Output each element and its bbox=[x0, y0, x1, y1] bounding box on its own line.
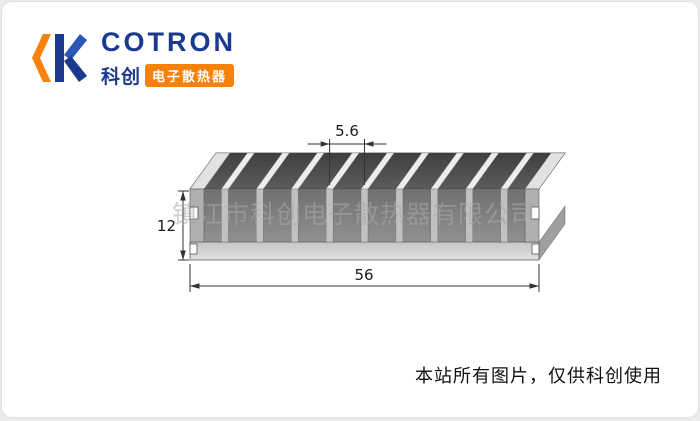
brand-tagline: 科创 电子散热器 bbox=[101, 62, 236, 89]
width-dimension: 56 bbox=[354, 266, 373, 284]
brand-cn-primary: 科创 bbox=[101, 66, 142, 88]
cotron-logo-icon bbox=[32, 34, 87, 83]
brand-block: COTRON 科创 电子散热器 bbox=[30, 27, 236, 89]
dimension-lines bbox=[178, 139, 540, 292]
usage-notice: 本站所有图片，仅供科创使用 bbox=[415, 366, 662, 386]
dimension-labels: 5.6 12 56 bbox=[157, 122, 374, 284]
brand-name: COTRON bbox=[101, 27, 236, 57]
heatsink-body bbox=[189, 152, 566, 261]
height-dimension: 12 bbox=[157, 217, 176, 235]
fin-pitch-dimension: 5.6 bbox=[335, 122, 359, 140]
brand-cn-suffix: 电子散热器 bbox=[145, 63, 235, 87]
brand-text: COTRON 科创 电子散热器 bbox=[101, 27, 236, 89]
